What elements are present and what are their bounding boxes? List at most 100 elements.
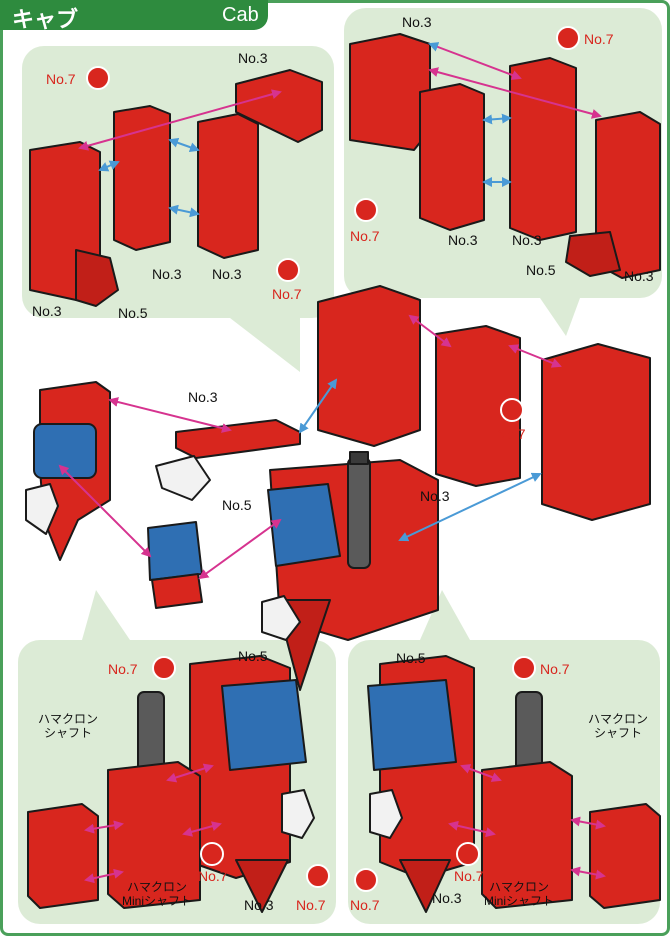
- br-block-group: [367, 655, 661, 913]
- arrow-pink-bl-2: [84, 868, 124, 884]
- title-english: Cab: [222, 4, 259, 26]
- no7-badge-icon: [86, 66, 110, 90]
- no7-badge-icon: [200, 842, 224, 866]
- no7-badge-icon: [500, 398, 524, 422]
- c-shaft: [347, 457, 371, 569]
- title-bar: キャブ Cab: [0, 0, 268, 33]
- tl-label-no3-mid2: No.3: [212, 266, 242, 282]
- c-red-small: [151, 573, 203, 609]
- no7-badge-icon: [556, 26, 580, 50]
- br-block-front: [481, 761, 573, 909]
- c-label-no3-top: No.3: [188, 389, 218, 405]
- c-main-blue: [267, 483, 341, 567]
- tr-block-right-bottom: [565, 231, 621, 277]
- arrow-pink-tr-2: [428, 67, 602, 119]
- arrow-blue-tl-1: [98, 160, 120, 172]
- arrow-blue-tl-2: [168, 137, 200, 153]
- arrow-pink-tl-1: [78, 89, 282, 151]
- tl-label-no3-bottom: No.3: [32, 303, 62, 319]
- tl-label-no3-top: No.3: [238, 50, 268, 66]
- tl-label-no7-right: No.7: [272, 286, 302, 302]
- arrow-pink-c-2: [408, 314, 452, 348]
- bl-label-no7-bottom: No.7: [296, 897, 326, 913]
- no7-badge-icon: [456, 842, 480, 866]
- br-block-right: [589, 803, 661, 909]
- arrow-pink-bl-1: [84, 820, 124, 834]
- c-label-no3-right: No.3: [420, 488, 450, 504]
- tr-block-mid2: [509, 57, 577, 241]
- tr-label-no3-top: No.3: [402, 14, 432, 30]
- arrow-pink-bl-4: [182, 821, 222, 837]
- no7-badge-icon: [276, 258, 300, 282]
- part-badges: [86, 26, 580, 892]
- bl-spike: [235, 859, 289, 913]
- bl-block-left: [27, 803, 99, 909]
- c-tall-block: [317, 285, 421, 447]
- arrow-pink-bl-3: [166, 763, 214, 783]
- bl-label-no7-top: No.7: [108, 661, 138, 677]
- title-japanese: キャブ: [12, 8, 79, 33]
- c-blue-small: [147, 521, 203, 581]
- c-label-no7: No.7: [496, 426, 526, 442]
- arrow-blue-tl-3: [168, 204, 200, 218]
- tl-label-no5-bottom: No.5: [118, 305, 148, 321]
- br-label-mini-shaft: ハマクロン Miniシャフト: [484, 880, 555, 908]
- c-shaft-cap: [349, 451, 369, 465]
- br-label-no7-left: No.7: [350, 897, 380, 913]
- c-label-no5: No.5: [222, 497, 252, 513]
- arrow-pink-br-3: [460, 764, 502, 782]
- c-flat-plate: [175, 419, 301, 459]
- c-right-block: [541, 343, 651, 521]
- arrow-pink-c-1: [108, 397, 232, 433]
- arrow-blue-c-1: [298, 378, 338, 434]
- callout-tail-bottom-left: [82, 590, 130, 640]
- tr-label-no7-left: No.7: [350, 228, 380, 244]
- arrow-pink-c-4: [58, 464, 152, 558]
- tl-block-mid2: [197, 113, 259, 259]
- tl-block-mid1: [113, 105, 171, 251]
- callout-tail-top-right: [540, 298, 580, 336]
- callout-tail-top-left: [230, 318, 300, 372]
- tl-block-left-bottom: [75, 249, 119, 307]
- c-white-piece: [155, 455, 211, 501]
- arrow-blue-tr-1: [482, 113, 512, 125]
- arrow-pink-br-4: [448, 820, 496, 838]
- br-label-no5: No.5: [396, 650, 426, 666]
- tr-label-no7-top: No.7: [584, 31, 614, 47]
- arrow-blue-c-2: [398, 472, 542, 542]
- no7-badge-icon: [354, 198, 378, 222]
- bl-label-no7-mid: No.7: [198, 868, 228, 884]
- callout-tail-bottom-right: [420, 590, 470, 640]
- arrow-pink-c-3: [508, 344, 562, 368]
- arrow-pink-c-5: [198, 518, 282, 580]
- tr-block-left: [349, 33, 431, 151]
- bl-white-bulb: [281, 789, 315, 839]
- bl-block-group: [27, 655, 315, 913]
- tr-block-mid1: [419, 83, 485, 231]
- tr-label-no5: No.5: [526, 262, 556, 278]
- tl-label-no7-top: No.7: [46, 71, 76, 87]
- br-label-no7-mid: No.7: [454, 868, 484, 884]
- c-left-white: [25, 483, 59, 535]
- arrow-pink-br-1: [570, 816, 606, 830]
- br-label-no3: No.3: [432, 890, 462, 906]
- bl-label-no5: No.5: [238, 648, 268, 664]
- c-bulb-white: [261, 595, 301, 641]
- no7-badge-icon: [152, 656, 176, 680]
- no7-badge-icon: [512, 656, 536, 680]
- no7-badge-icon: [306, 864, 330, 888]
- bl-block-front: [107, 761, 201, 909]
- tr-block-group: [349, 33, 661, 279]
- tr-label-no3-right: No.3: [624, 268, 654, 284]
- bl-label-shaft: ハマクロン シャフト: [38, 712, 99, 740]
- br-white-bulb: [369, 789, 403, 839]
- br-label-no7-top: No.7: [540, 661, 570, 677]
- no7-badge-icon: [354, 868, 378, 892]
- bl-block-blue: [221, 679, 307, 771]
- tr-label-no3-mid2: No.3: [512, 232, 542, 248]
- tr-label-no3-mid1: No.3: [448, 232, 478, 248]
- br-label-shaft: ハマクロン シャフト: [588, 712, 649, 740]
- bl-label-mini-shaft: ハマクロン Miniシャフト: [122, 880, 193, 908]
- tl-label-no3-mid1: No.3: [152, 266, 182, 282]
